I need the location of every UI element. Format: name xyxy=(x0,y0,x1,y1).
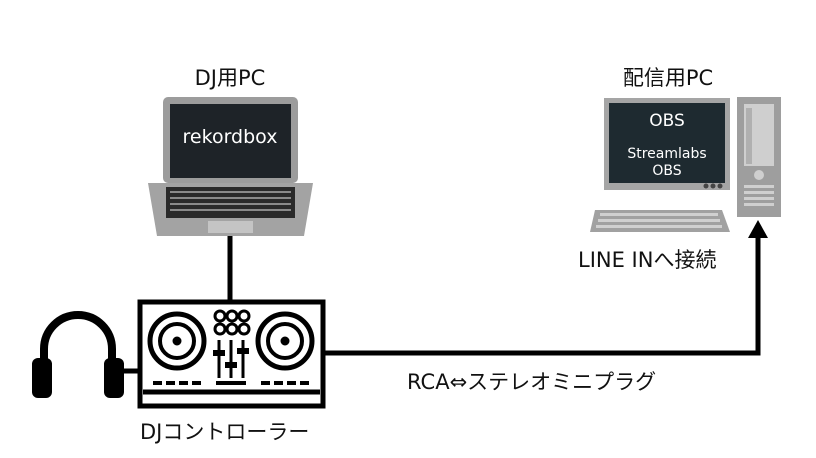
rca-cable xyxy=(323,234,761,356)
desktop-screen-line2a: Streamlabs xyxy=(627,146,706,162)
headphones-icon xyxy=(32,311,124,398)
desktop-title: 配信用PC xyxy=(622,66,714,90)
desktop-screen-line2b: OBS xyxy=(652,163,681,179)
arrow-head-icon xyxy=(748,220,768,238)
line-in-label: LINE INへ接続 xyxy=(578,248,717,272)
laptop-screen-text: rekordbox xyxy=(183,126,278,148)
controller-title: DJコントローラー xyxy=(140,420,310,444)
laptop-title: DJ用PC xyxy=(194,66,266,90)
desktop-screen-line1: OBS xyxy=(649,111,685,131)
dj-controller-icon xyxy=(137,299,326,409)
laptop-icon xyxy=(148,97,313,236)
rca-cable-label: RCA⇔ステレオミニプラグ xyxy=(407,370,657,394)
desktop-pc-icon xyxy=(590,97,781,232)
